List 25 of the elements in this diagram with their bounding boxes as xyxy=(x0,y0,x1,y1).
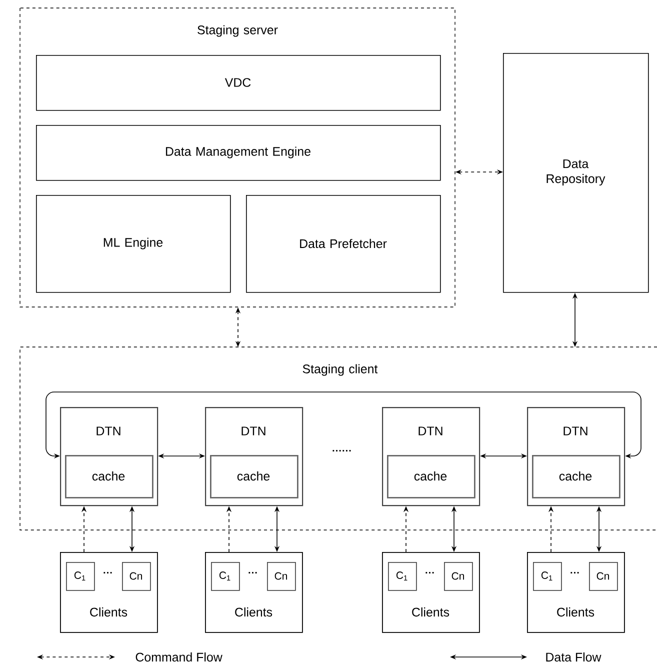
cache-box: cache xyxy=(387,455,476,498)
process-box: Data Repository xyxy=(503,53,649,293)
ellipsis: ··· xyxy=(104,572,112,574)
client-box: C$_{1}$ xyxy=(533,562,562,591)
process-box: Data Management Engine xyxy=(36,125,441,181)
cache-box: cache xyxy=(65,455,154,498)
cache-box: cache xyxy=(532,455,620,498)
ellipsis: ··· xyxy=(426,572,434,574)
process-box: ML Engine xyxy=(36,195,231,293)
process-box: VDC xyxy=(36,55,441,111)
client-box: Cn xyxy=(267,562,296,591)
ellipsis: ··· xyxy=(570,572,579,574)
cache-box: cache xyxy=(210,455,298,498)
process-box: Data Prefetcher xyxy=(246,195,441,293)
client-box: Cn xyxy=(444,562,473,591)
legend-label: Command Flow xyxy=(136,652,222,662)
ellipsis: ··· xyxy=(248,572,257,574)
legend-label: Data Flow xyxy=(546,652,602,662)
client-box: C$_{1}$ xyxy=(211,562,240,591)
ellipsis: ······ xyxy=(332,450,351,452)
client-box: Cn xyxy=(122,562,151,591)
client-box: Cn xyxy=(589,562,618,591)
arrow xyxy=(46,392,642,459)
client-box: C$_{1}$ xyxy=(388,562,417,591)
client-box: C$_{1}$ xyxy=(66,562,95,591)
